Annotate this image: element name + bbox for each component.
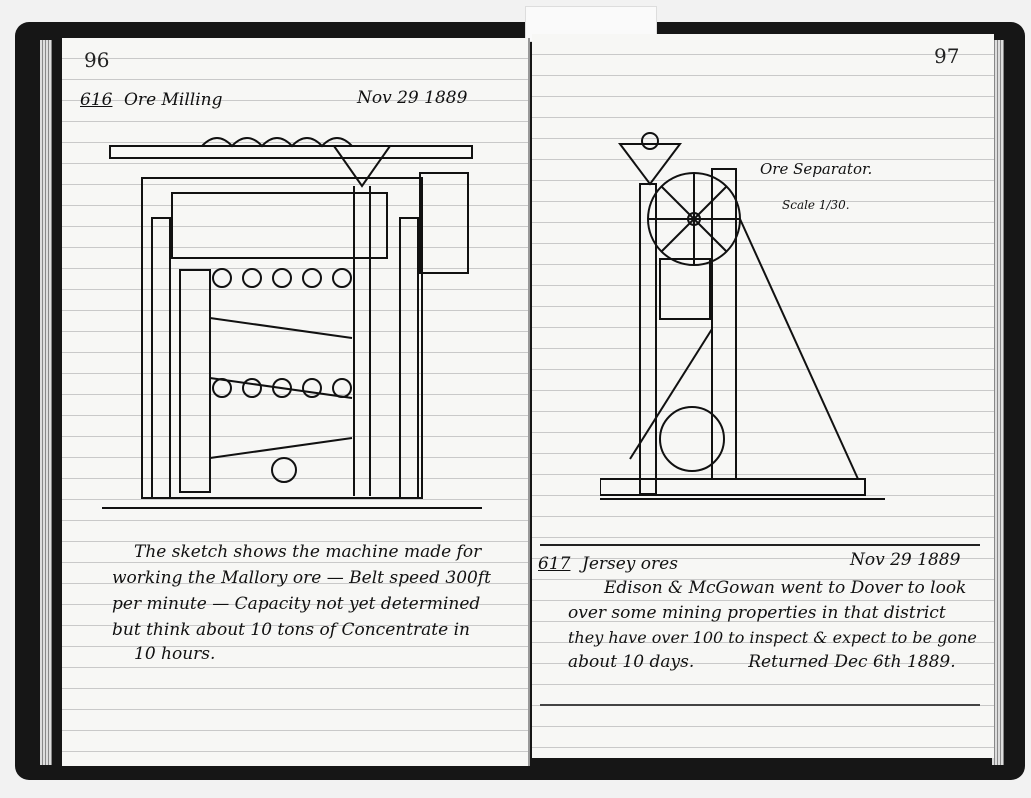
body-line: they have over 100 to inspect & expect t… — [568, 628, 977, 647]
body-line: about 10 days. Returned Dec 6th 1889. — [568, 652, 956, 672]
page-number: 96 — [84, 48, 110, 72]
entry-divider — [540, 544, 980, 546]
body-line: 10 hours. — [134, 644, 216, 664]
body-line: per minute — Capacity not yet determined — [112, 594, 481, 614]
right-page: 97 Ore Separator. Scale 1/30. 617 Jersey… — [532, 34, 994, 758]
body-line: but think about 10 tons of Concentrate i… — [112, 620, 470, 640]
ore-separator-sketch — [600, 132, 885, 500]
entry-title: Jersey ores — [582, 554, 678, 574]
ore-milling-machine-sketch — [102, 137, 482, 509]
body-line: over some mining properties in that dist… — [568, 603, 946, 623]
body-line: Edison & McGowan went to Dover to look — [604, 578, 967, 598]
entry-date: Nov 29 1889 — [357, 88, 468, 108]
entry-number: 617 — [538, 554, 571, 574]
drawing-title: Ore Separator. — [760, 160, 873, 178]
entry-number: 616 — [80, 90, 113, 110]
page-edges-right — [992, 40, 1004, 765]
left-page: 96 616 Ore Milling Nov 29 1889 The sketc… — [62, 38, 530, 766]
body-line: working the Mallory ore — Belt speed 300… — [112, 568, 491, 588]
page-edges-left — [40, 40, 52, 765]
page-number: 97 — [934, 44, 960, 68]
entry-divider — [540, 704, 980, 706]
drawing-scale: Scale 1/30. — [782, 198, 850, 212]
body-line: The sketch shows the machine made for — [134, 542, 482, 562]
entry-title: Ore Milling — [124, 90, 223, 110]
entry-date: Nov 29 1889 — [850, 550, 961, 570]
